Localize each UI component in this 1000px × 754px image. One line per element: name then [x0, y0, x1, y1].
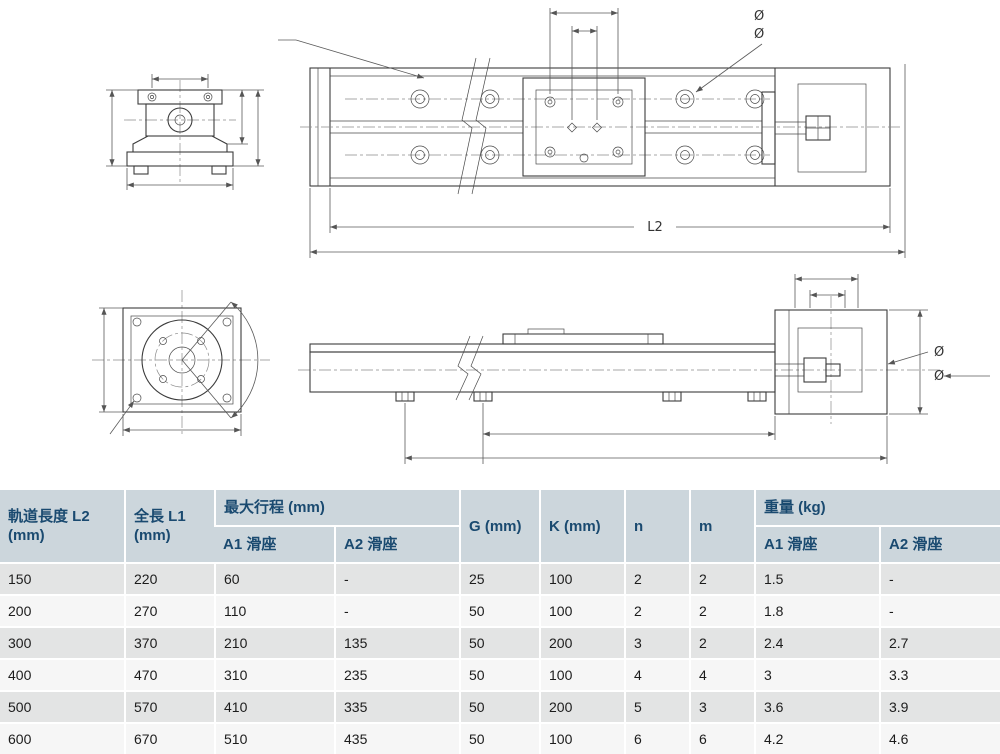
- col-header-max-stroke: 最大行程 (mm): [214, 490, 460, 526]
- table-cell: 100: [539, 658, 625, 691]
- col-header-rail-length: 軌道長度 L2 (mm): [0, 490, 125, 563]
- col-header-k: K (mm): [539, 490, 625, 563]
- table-cell: 110: [214, 594, 335, 627]
- table-cell: 50: [459, 690, 540, 723]
- table-cell: 1.5: [754, 562, 880, 595]
- table-cell: 300: [0, 626, 125, 659]
- table-cell: 1.8: [754, 594, 880, 627]
- col-header-rail-length-text: 軌道長度 L2: [8, 508, 90, 525]
- col-header-g: G (mm): [459, 490, 540, 563]
- table-cell: 435: [334, 722, 460, 754]
- table-cell: 410: [214, 690, 335, 723]
- table-cell: 3: [754, 658, 880, 691]
- table-cell: 100: [539, 722, 625, 754]
- drawing-section: Ø Ø L2: [92, 8, 990, 464]
- col-header-total-length: 全長 L1 (mm): [124, 490, 215, 563]
- table-cell: 60: [214, 562, 335, 595]
- table-cell: 50: [459, 626, 540, 659]
- table-cell: 400: [0, 658, 125, 691]
- table-cell: 4: [689, 658, 755, 691]
- plan-view-drawing: Ø Ø L2: [278, 8, 906, 258]
- table-cell: 135: [334, 626, 460, 659]
- table-cell: 50: [459, 658, 540, 691]
- table-cell: 100: [539, 562, 625, 595]
- table-cell: 2: [624, 594, 690, 627]
- table-cell: 470: [124, 658, 215, 691]
- col-header-weight-a2: A2 滑座: [878, 525, 1000, 563]
- table-cell: 4: [624, 658, 690, 691]
- table-cell: 4.6: [878, 722, 1000, 754]
- spec-table-section: 軌道長度 L2 (mm) 全長 L1 (mm) 最大行程 (mm) G (mm)…: [0, 490, 1000, 754]
- table-cell: 2: [689, 594, 755, 627]
- table-cell: 6: [689, 722, 755, 754]
- table-cell: 2: [689, 626, 755, 659]
- table-cell: 600: [0, 722, 125, 754]
- table-cell: 4.2: [754, 722, 880, 754]
- col-header-weight-a1: A1 滑座: [754, 525, 880, 563]
- table-cell: 50: [459, 722, 540, 754]
- table-cell: 310: [214, 658, 335, 691]
- end-view-drawing: [92, 290, 270, 436]
- col-header-stroke-a1: A1 滑座: [215, 525, 335, 563]
- table-cell: 2: [689, 562, 755, 595]
- table-cell: 500: [0, 690, 125, 723]
- table-cell: 200: [0, 594, 125, 627]
- table-cell: 2.7: [878, 626, 1000, 659]
- col-header-weight: 重量 (kg): [753, 490, 1000, 526]
- table-cell: 670: [124, 722, 215, 754]
- table-cell: 3: [689, 690, 755, 723]
- table-cell: -: [334, 562, 460, 595]
- table-cell: 570: [124, 690, 215, 723]
- table-cell: 220: [124, 562, 215, 595]
- side-view-drawing: Ø Ø: [298, 274, 990, 464]
- col-header-m: m: [689, 490, 755, 563]
- table-cell: 6: [624, 722, 690, 754]
- diameter-label: Ø: [754, 27, 764, 42]
- diameter-label: Ø: [934, 345, 944, 360]
- table-cell: 200: [539, 626, 625, 659]
- col-header-rail-length-unit: (mm): [8, 527, 45, 544]
- table-cell: 100: [539, 594, 625, 627]
- table-cell: -: [878, 594, 1000, 627]
- table-cell: 370: [124, 626, 215, 659]
- table-cell: 210: [214, 626, 335, 659]
- table-cell: 2: [624, 562, 690, 595]
- col-header-total-length-unit: (mm): [134, 527, 171, 544]
- col-header-stroke-a2: A2 滑座: [334, 525, 460, 563]
- table-cell: 25: [459, 562, 540, 595]
- table-cell: 3.9: [878, 690, 1000, 723]
- table-cell: 3: [624, 626, 690, 659]
- col-header-total-length-text: 全長 L1: [134, 508, 186, 525]
- table-cell: 270: [124, 594, 215, 627]
- table-cell: -: [334, 594, 460, 627]
- table-cell: 5: [624, 690, 690, 723]
- table-cell: 50: [459, 594, 540, 627]
- table-cell: 150: [0, 562, 125, 595]
- table-cell: 510: [214, 722, 335, 754]
- front-view-drawing: [106, 74, 264, 190]
- table-cell: 200: [539, 690, 625, 723]
- table-cell: 2.4: [754, 626, 880, 659]
- table-cell: 3.6: [754, 690, 880, 723]
- technical-drawing: Ø Ø L2: [92, 8, 990, 464]
- table-cell: 3.3: [878, 658, 1000, 691]
- col-header-n: n: [624, 490, 690, 563]
- table-cell: 335: [334, 690, 460, 723]
- diameter-label: Ø: [754, 9, 764, 24]
- table-cell: -: [878, 562, 1000, 595]
- spec-table: 軌道長度 L2 (mm) 全長 L1 (mm) 最大行程 (mm) G (mm)…: [0, 490, 1000, 754]
- table-cell: 235: [334, 658, 460, 691]
- l2-dimension-label: L2: [647, 220, 663, 235]
- diameter-label: Ø: [934, 369, 944, 384]
